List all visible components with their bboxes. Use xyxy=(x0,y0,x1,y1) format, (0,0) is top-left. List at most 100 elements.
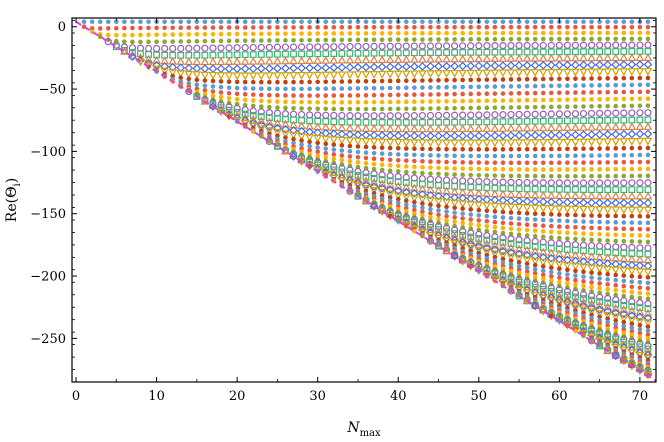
marker-s47-n68 xyxy=(619,309,629,319)
marker-s25-n37 xyxy=(370,174,378,182)
marker-s17-n63 xyxy=(579,130,588,140)
marker-s14-n28 xyxy=(297,110,306,119)
marker-s14-n65 xyxy=(596,109,604,117)
x-tick-label-40: 40 xyxy=(390,389,407,404)
x-tick-label-30: 30 xyxy=(309,389,326,404)
marker-s33-n67 xyxy=(613,238,619,244)
marker-s33-n52 xyxy=(492,229,498,235)
marker-s14-n52 xyxy=(491,111,499,119)
marker-s36-n47 xyxy=(450,232,459,241)
marker-s3-n10 xyxy=(154,39,159,45)
marker-s17-n30 xyxy=(313,128,323,137)
marker-s32-n63 xyxy=(581,231,586,236)
marker-s16-n16 xyxy=(200,96,210,105)
marker-s50-n65 xyxy=(597,317,602,323)
marker-s18-n30 xyxy=(313,134,322,143)
marker-s28-n56 xyxy=(522,204,532,213)
marker-s19-n63 xyxy=(581,146,586,152)
marker-s27-n42 xyxy=(409,188,419,198)
marker-s20-n64 xyxy=(589,153,594,158)
marker-s33-n65 xyxy=(597,237,602,243)
marker-s29-n40 xyxy=(395,196,401,202)
marker-s5-n23 xyxy=(257,51,265,58)
marker-s18-n44 xyxy=(426,139,435,148)
marker-s6-n66 xyxy=(603,53,612,62)
marker-s27-n59 xyxy=(546,197,556,207)
marker-s51-n66 xyxy=(605,323,610,328)
marker-s6-n65 xyxy=(595,53,604,62)
marker-s22-n30 xyxy=(315,153,320,159)
marker-s22-n59 xyxy=(548,167,554,172)
marker-s8-n16 xyxy=(200,71,210,80)
marker-s14-n58 xyxy=(539,110,547,118)
marker-s36-n57 xyxy=(530,246,540,255)
marker-s47-n63 xyxy=(579,301,588,311)
marker-s23-n37 xyxy=(371,166,377,172)
marker-s6-n19 xyxy=(224,57,234,66)
marker-s21-n65 xyxy=(597,160,602,165)
marker-s11-n58 xyxy=(540,90,546,96)
marker-s9-n70 xyxy=(637,75,643,81)
marker-s0-n57 xyxy=(532,19,538,25)
marker-s26-n63 xyxy=(579,191,588,200)
marker-s20-n34 xyxy=(347,149,353,154)
marker-s58-n71 xyxy=(643,354,653,363)
marker-s4-n16 xyxy=(201,44,209,52)
marker-s2-n11 xyxy=(162,32,167,37)
marker-s30-n49 xyxy=(468,212,474,217)
marker-s1-n65 xyxy=(597,24,602,30)
marker-s13-n52 xyxy=(492,105,498,111)
marker-s10-n15 xyxy=(194,82,200,87)
marker-s3-n58 xyxy=(540,36,546,42)
marker-s7-n57 xyxy=(530,60,540,70)
marker-s10-n28 xyxy=(299,86,304,92)
marker-s30-n40 xyxy=(395,200,401,206)
marker-s18-n64 xyxy=(587,138,596,147)
marker-s19-n44 xyxy=(428,146,433,152)
marker-s44-n70 xyxy=(636,299,644,307)
marker-s14-n31 xyxy=(322,111,330,119)
marker-s9-n44 xyxy=(428,78,433,83)
marker-s16-n48 xyxy=(458,124,467,133)
marker-s10-n69 xyxy=(629,82,635,88)
marker-s4-n47 xyxy=(451,42,459,50)
marker-s10-n52 xyxy=(492,84,498,89)
marker-s44-n67 xyxy=(612,296,620,304)
marker-s35-n35 xyxy=(354,192,362,200)
marker-s22-n48 xyxy=(460,166,465,171)
marker-s17-n57 xyxy=(530,130,540,140)
marker-s2-n12 xyxy=(170,32,175,37)
marker-s2-n4 xyxy=(105,32,111,38)
marker-s12-n28 xyxy=(299,99,304,105)
marker-s9-n38 xyxy=(379,78,385,84)
marker-s3-n62 xyxy=(573,36,578,42)
marker-s11-n23 xyxy=(258,92,264,98)
marker-s4-n52 xyxy=(491,42,499,50)
marker-s6-n26 xyxy=(281,56,290,65)
marker-s34-n69 xyxy=(628,243,636,252)
marker-s17-n39 xyxy=(385,131,395,140)
marker-s65-n65 xyxy=(596,342,604,350)
marker-s12-n63 xyxy=(581,97,586,102)
marker-s8-n48 xyxy=(458,69,467,78)
marker-s17-n43 xyxy=(418,131,427,141)
marker-s10-n42 xyxy=(412,85,417,90)
marker-s24-n71 xyxy=(644,179,652,187)
marker-s55-n55 xyxy=(515,292,523,300)
marker-s1-n40 xyxy=(395,24,401,30)
marker-s8-n64 xyxy=(587,68,596,77)
marker-s9-n43 xyxy=(420,78,425,83)
marker-s34-n68 xyxy=(620,243,628,251)
marker-s0-n31 xyxy=(323,19,329,25)
marker-s40-n61 xyxy=(565,272,570,277)
marker-s0-n43 xyxy=(420,19,425,25)
marker-s2-n17 xyxy=(210,31,216,37)
marker-s9-n55 xyxy=(516,76,522,82)
marker-s1-n45 xyxy=(436,24,441,30)
marker-s2-n25 xyxy=(275,31,280,37)
marker-s30-n46 xyxy=(444,209,449,214)
marker-s0-n24 xyxy=(267,19,272,25)
marker-s2-n61 xyxy=(565,30,570,36)
marker-s1-n4 xyxy=(105,26,111,31)
marker-s29-n71 xyxy=(645,214,651,219)
